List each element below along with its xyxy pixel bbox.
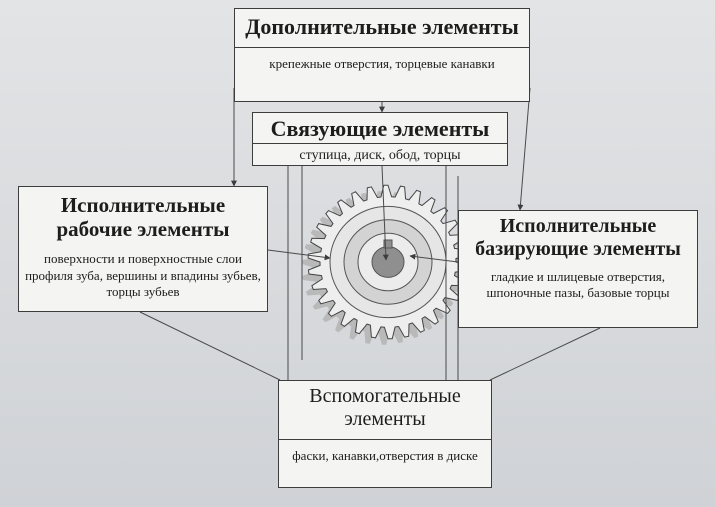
auxiliary-title-line1: Вспомогательные [309,385,461,407]
connector-connecting-to-gear [381,165,389,261]
working-title-line1: Исполнительные [60,193,226,217]
box-additional-elements: Дополнительные элементы крепежные отверс… [234,8,530,102]
connector-working-to-gear [267,249,331,261]
additional-title: Дополнительные элементы [245,14,519,39]
box-working-elements: Исполнительные рабочие элементы поверхно… [18,186,268,312]
connecting-title: Связующие элементы [270,116,490,141]
gear-keyway [383,239,393,249]
connector-basing-to-auxiliary [489,327,601,381]
basing-desc: гладкие и шлицевые отверстия, шпоночные … [486,269,670,301]
connecting-divider [253,143,507,144]
additional-desc: крепежные отверстия, торцевые канавки [269,56,495,71]
connector-working-to-auxiliary [139,311,281,381]
auxiliary-title-line2: элементы [344,408,426,430]
basing-title: Исполнительные базирующие элементы [459,211,697,261]
auxiliary-desc: фаски, канавки,отверстия в диске [292,448,478,463]
working-title-line2: рабочие элементы [56,217,230,242]
auxiliary-title: Вспомогательные элементы [279,381,491,439]
connector-additional-to-basing [517,87,531,211]
basing-title-line2: базирующие элементы [475,238,681,260]
box-connecting-elements: Связующие элементы ступица, диск, обод, … [252,112,508,166]
connecting-desc: ступица, диск, обод, торцы [299,148,461,163]
additional-divider [235,47,529,48]
box-auxiliary-elements: Вспомогательные элементы фаски, канавки,… [278,380,492,488]
basing-title-line1: Исполнительные [499,215,657,237]
working-desc: поверхности и поверхностные слои профиля… [25,251,261,299]
auxiliary-divider [279,439,491,440]
working-title: Исполнительные рабочие элементы [19,187,267,241]
connector-basing-to-gear [409,253,459,263]
gear-illustration [302,184,469,345]
box-basing-elements: Исполнительные базирующие элементы гладк… [458,210,698,328]
